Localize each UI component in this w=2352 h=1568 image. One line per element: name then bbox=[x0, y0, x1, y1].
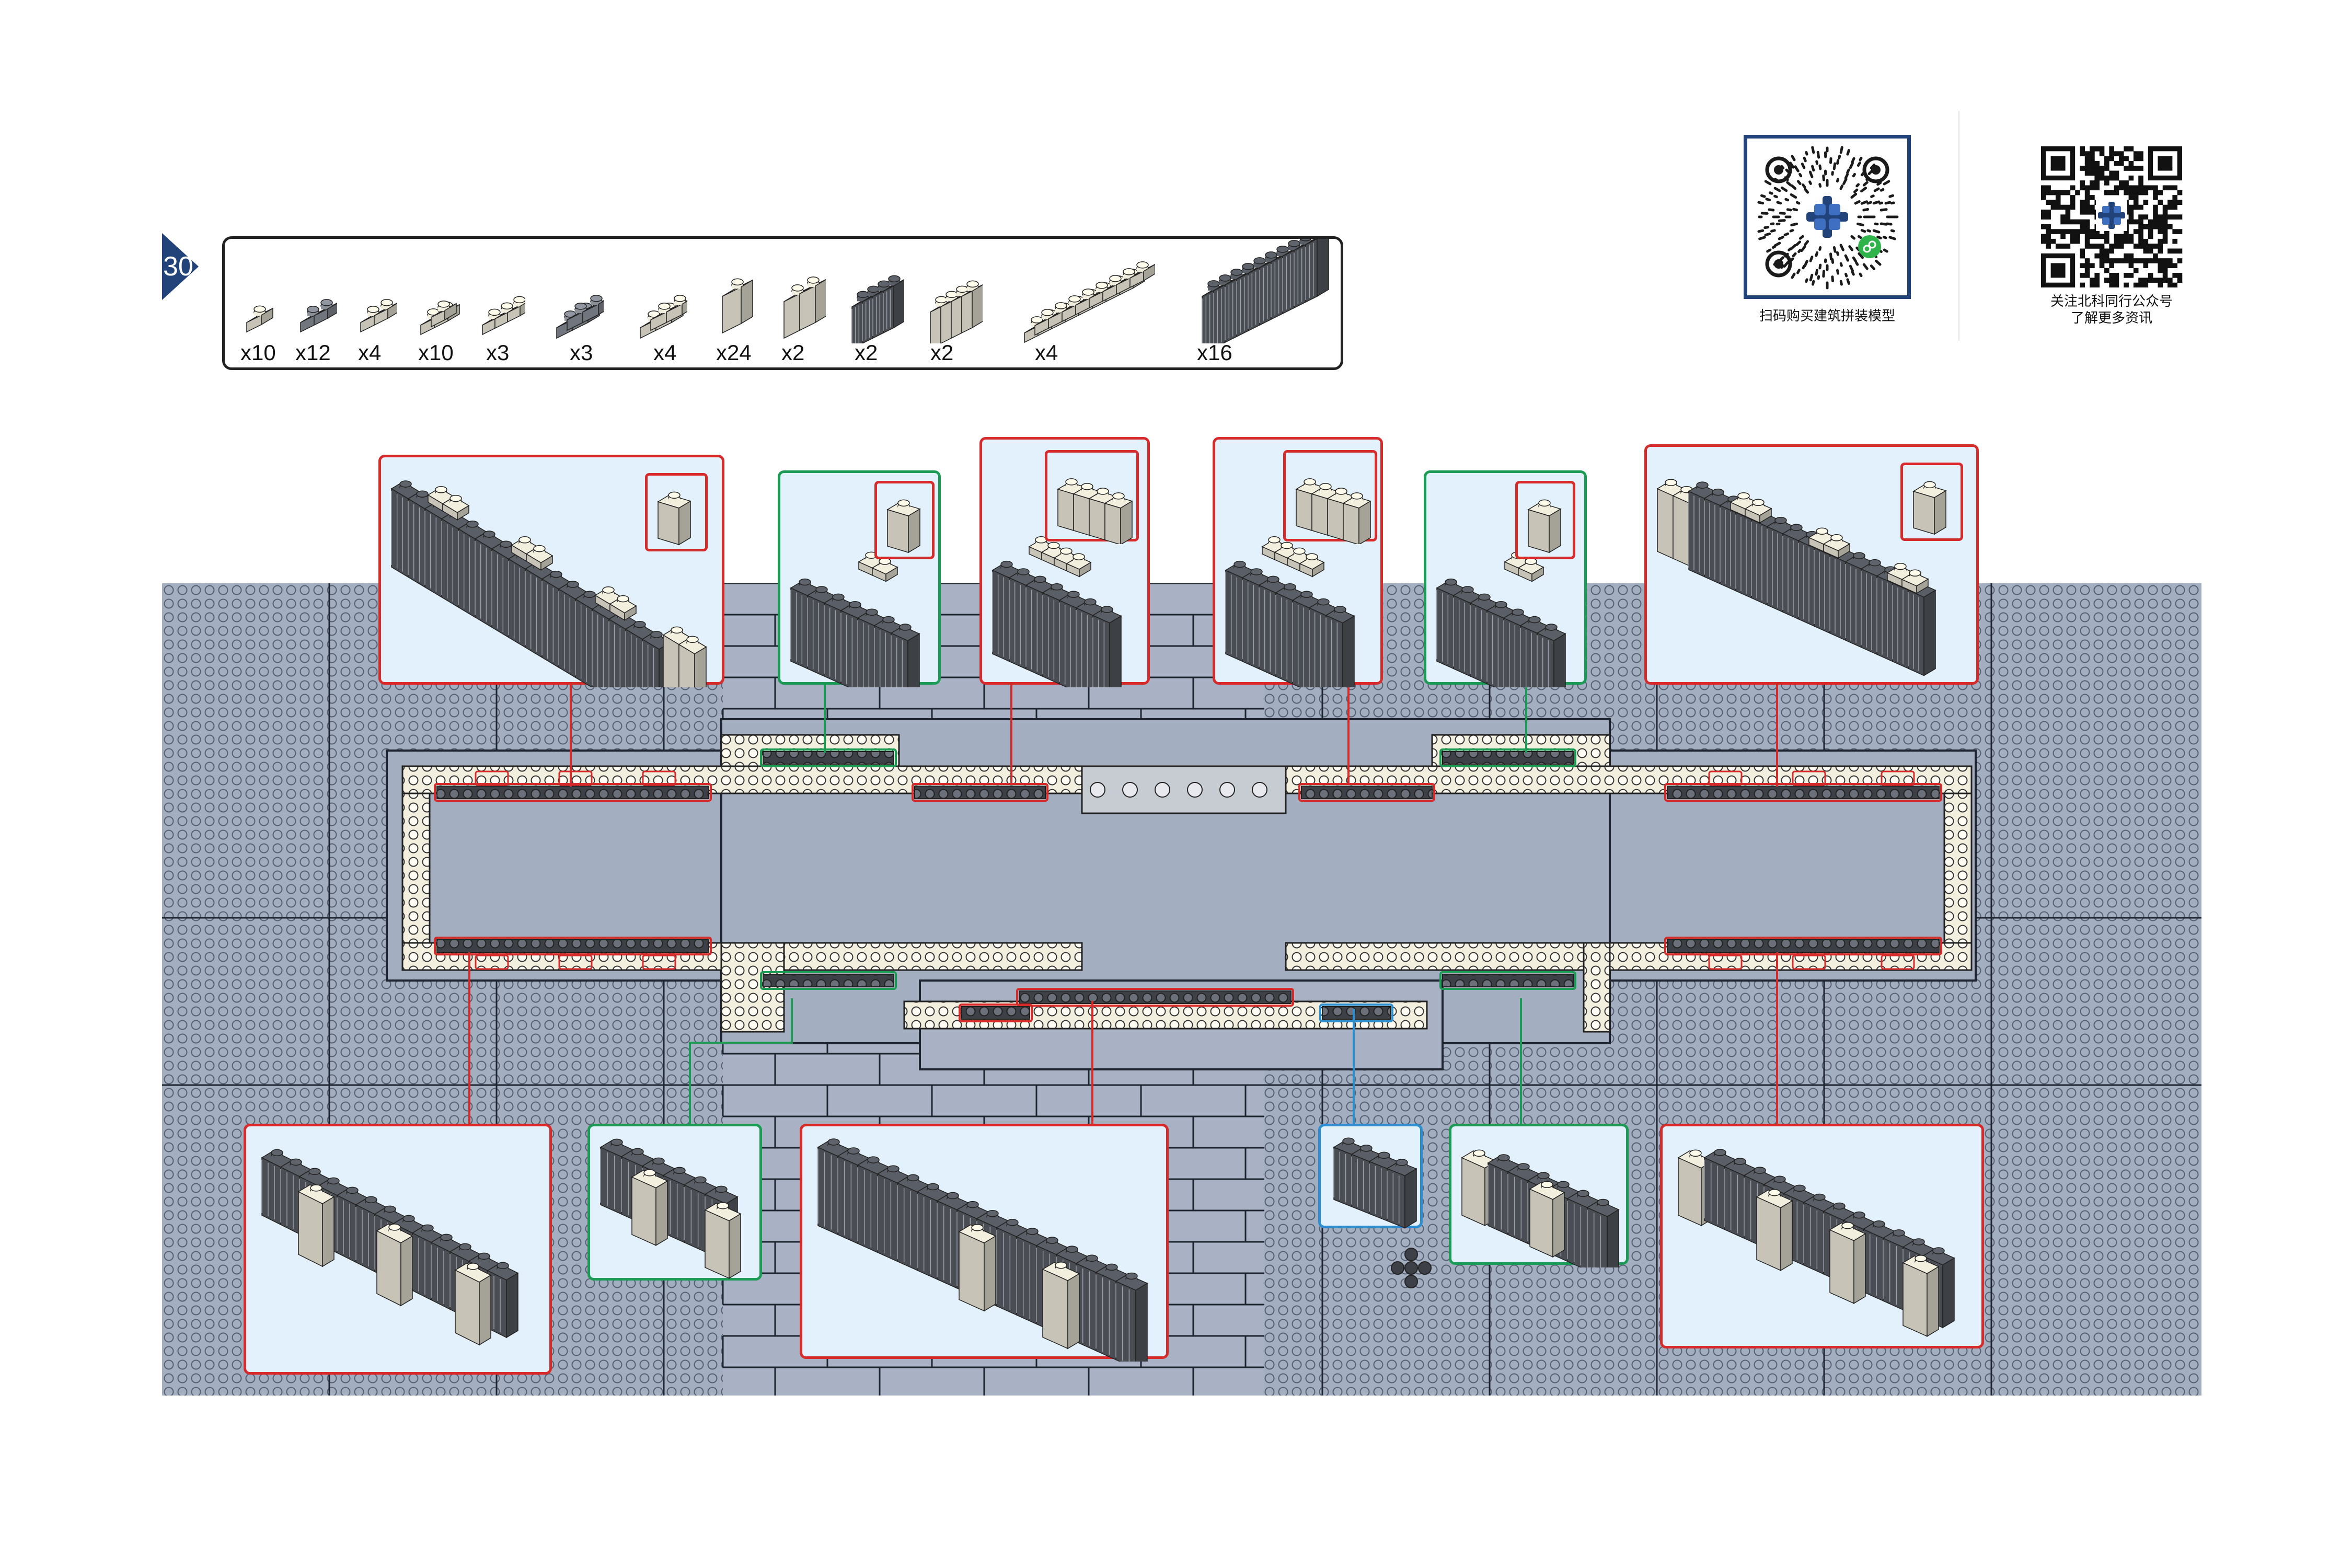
brick-1x2x2-white-icon bbox=[783, 276, 826, 339]
mini-program-qr[interactable] bbox=[1744, 135, 1911, 299]
part-quantity: x24 bbox=[716, 340, 752, 365]
mini-program-caption: 扫码购买建筑拼装模型 bbox=[1759, 308, 1895, 324]
brick-1x4x2-trans-black-icon bbox=[851, 275, 904, 343]
build-callout-7 bbox=[244, 1124, 552, 1375]
part-quantity: x2 bbox=[930, 340, 954, 365]
part-quantity: x10 bbox=[418, 340, 454, 365]
part-plate-1x2-white: x4 bbox=[355, 239, 397, 367]
callout-inset-part bbox=[1045, 450, 1139, 544]
part-quantity: x4 bbox=[653, 340, 677, 365]
part-brick-1x4x2-white: x2 bbox=[925, 239, 983, 367]
callout-bricks-icon bbox=[1225, 536, 1355, 687]
inset-brick-icon bbox=[657, 491, 691, 546]
part-quantity: x3 bbox=[486, 340, 510, 365]
callout-inset-part bbox=[874, 481, 935, 559]
build-callout-1 bbox=[378, 455, 724, 687]
part-plate-2x2-white: x4 bbox=[630, 239, 687, 367]
part-plate-2x2-corner-white: x10 bbox=[416, 239, 463, 367]
brick-1x1x2-white-icon bbox=[722, 278, 753, 334]
part-brick-1x2x2-white: x2 bbox=[779, 239, 826, 367]
callout-inset-part bbox=[645, 473, 708, 551]
callout-bricks-icon bbox=[599, 1138, 742, 1279]
mini-program-qr-icon bbox=[1757, 146, 1899, 290]
part-plate-2x2-grey: x3 bbox=[546, 239, 604, 367]
part-quantity: x10 bbox=[240, 340, 276, 365]
inset-brick-icon bbox=[1057, 478, 1133, 544]
official-account-qr[interactable] bbox=[2038, 146, 2185, 288]
inset-brick-icon bbox=[1527, 499, 1562, 554]
step-marker-arrow-icon bbox=[162, 233, 199, 300]
part-quantity: x2 bbox=[855, 340, 878, 365]
plate-1x3-white-icon bbox=[482, 296, 525, 336]
plate-2x8-white-icon bbox=[1024, 261, 1155, 343]
part-quantity: x16 bbox=[1197, 340, 1232, 365]
inset-brick-icon bbox=[886, 499, 921, 554]
plate-2x2-corner-white-icon bbox=[420, 301, 460, 336]
parts-list: x10 x12 x4 x10 x3 x3 x4 x24 x2 x2 x2 x4 x16 bbox=[222, 236, 1343, 370]
part-plate-2x8-white: x4 bbox=[1019, 239, 1155, 367]
build-callout-3 bbox=[979, 437, 1150, 687]
plate-2x2-grey-icon bbox=[556, 295, 604, 339]
callout-bricks-icon bbox=[991, 536, 1122, 687]
baseplate-build-diagram bbox=[162, 582, 2201, 1399]
build-callout-6 bbox=[1644, 444, 1979, 685]
callout-bricks-icon bbox=[1436, 551, 1566, 687]
callout-bricks-icon bbox=[790, 551, 920, 687]
official-account-caption-2: 了解更多资讯 bbox=[2070, 310, 2152, 326]
part-quantity: x2 bbox=[781, 340, 805, 365]
part-quantity: x12 bbox=[295, 340, 331, 365]
build-callout-2 bbox=[778, 470, 941, 687]
callout-inset-part bbox=[1515, 481, 1575, 559]
plate-1x2-grey-icon bbox=[300, 299, 337, 333]
part-brick-1x6x3-trans-black: x16 bbox=[1197, 239, 1333, 367]
part-quantity: x3 bbox=[570, 340, 593, 365]
official-account-qr-icon bbox=[2041, 146, 2183, 288]
callout-inset-part bbox=[1900, 463, 1963, 541]
part-plate-1x2-grey: x12 bbox=[295, 239, 337, 367]
part-quantity: x4 bbox=[1035, 340, 1058, 365]
part-quantity: x4 bbox=[358, 340, 382, 365]
part-brick-1x4x2-trans-black: x2 bbox=[847, 239, 904, 367]
callout-bricks-icon bbox=[1333, 1137, 1417, 1229]
callout-bricks-icon bbox=[261, 1149, 519, 1346]
build-callout-8 bbox=[587, 1124, 762, 1281]
callout-bricks-icon bbox=[817, 1138, 1148, 1362]
qr-divider bbox=[1958, 111, 1959, 341]
plate-1x1-white-icon bbox=[246, 305, 273, 333]
part-plate-1x3-white: x3 bbox=[478, 239, 525, 367]
step-number: 30 bbox=[163, 251, 193, 282]
callout-bricks-icon bbox=[1656, 479, 1936, 676]
callout-bricks-icon bbox=[1461, 1149, 1620, 1267]
brick-1x4x2-white-icon bbox=[930, 280, 983, 343]
build-callout-10 bbox=[1318, 1124, 1423, 1229]
build-callout-4 bbox=[1213, 437, 1383, 687]
callout-bricks-icon bbox=[390, 480, 707, 687]
part-brick-1x1x2-white: x24 bbox=[716, 239, 758, 367]
build-callout-9 bbox=[800, 1124, 1169, 1362]
inset-brick-icon bbox=[1295, 478, 1371, 544]
inset-brick-icon bbox=[1912, 481, 1947, 535]
official-account-caption-1: 关注北科同行公众号 bbox=[2050, 293, 2173, 309]
build-callout-11 bbox=[1449, 1124, 1629, 1267]
brick-1x6x3-trans-black-icon bbox=[1202, 239, 1329, 343]
plate-1x2-white-icon bbox=[360, 299, 397, 333]
plate-2x2-white-icon bbox=[640, 295, 687, 339]
callout-inset-part bbox=[1283, 450, 1377, 544]
callout-bricks-icon bbox=[1677, 1149, 1955, 1338]
build-callout-5 bbox=[1424, 470, 1587, 687]
part-plate-1x1-white: x10 bbox=[240, 239, 277, 367]
build-callout-12 bbox=[1660, 1124, 1984, 1348]
